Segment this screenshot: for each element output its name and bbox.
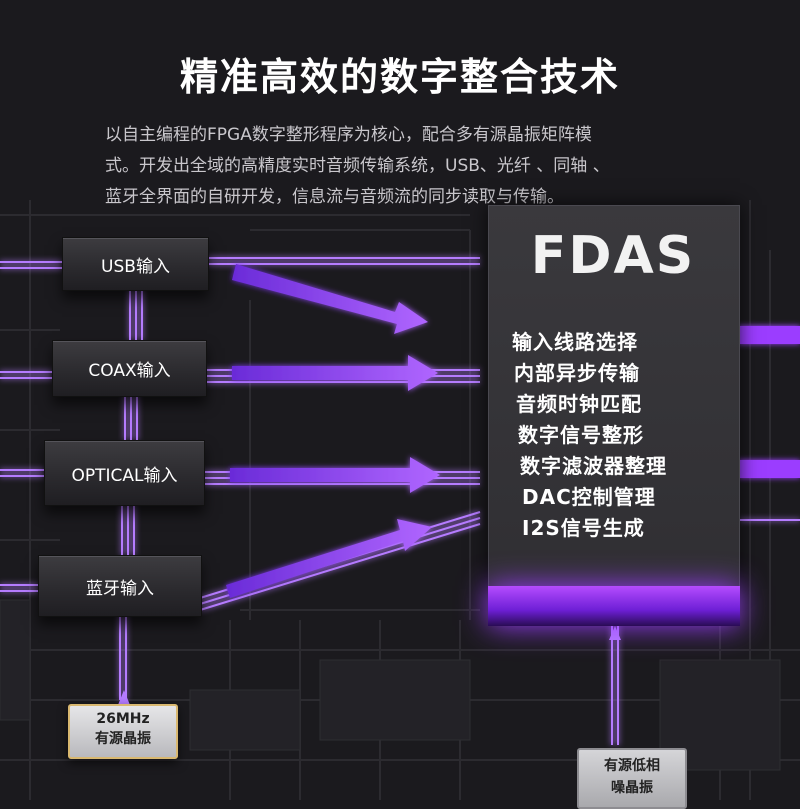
chip-glow-base xyxy=(488,586,740,626)
signal-arrow-bluetooth xyxy=(226,519,432,598)
chip-feature: 内部异步传输 xyxy=(514,361,640,385)
input-box-coax: COAX输入 xyxy=(52,340,207,397)
input-box-bluetooth: 蓝牙输入 xyxy=(38,555,202,617)
input-box-optical: OPTICAL输入 xyxy=(44,440,205,506)
page-title: 精准高效的数字整合技术 xyxy=(179,55,620,99)
input-label-bluetooth: 蓝牙输入 xyxy=(86,578,154,599)
chip-feature: 音频时钟匹配 xyxy=(516,392,642,416)
description-line: 以自主编程的FPGA数字整形程序为核心，配合多有源晶振矩阵模 xyxy=(105,125,592,145)
description-line: 式。开发出全域的高精度实时音频传输系统，USB、光纤 、同轴 、 xyxy=(105,156,610,176)
chip-feature: DAC控制管理 xyxy=(522,485,656,509)
chip-feature: 数字信号整形 xyxy=(518,423,644,447)
chip-feature: 数字滤波器整理 xyxy=(520,454,667,478)
oscillator-line: 26MHz xyxy=(96,711,150,727)
signal-arrow-usb xyxy=(232,264,428,334)
fdas-chip xyxy=(488,205,740,589)
chip-name: FDAS xyxy=(530,226,696,286)
description: 以自主编程的FPGA数字整形程序为核心，配合多有源晶振矩阵模 式。开发出全域的高… xyxy=(105,120,705,213)
input-label-usb: USB输入 xyxy=(101,256,170,277)
oscillator-26mhz: 26MHz 有源晶振 xyxy=(68,704,178,759)
oscillator-line: 有源晶振 xyxy=(95,731,151,747)
signal-arrow-coax xyxy=(232,355,438,391)
oscillator-low-phase-noise: 有源低相 噪晶振 xyxy=(577,748,687,809)
input-box-usb: USB输入 xyxy=(62,237,209,291)
description-line: 蓝牙全界面的自研开发，信息流与音频流的同步读取与传输。 xyxy=(105,187,564,207)
input-label-coax: COAX输入 xyxy=(88,361,171,381)
chip-feature: I2S信号生成 xyxy=(522,516,645,540)
oscillator-line: 有源低相 xyxy=(604,758,660,774)
signal-arrow-optical xyxy=(230,457,440,493)
chip-feature: 输入线路选择 xyxy=(512,330,638,354)
input-label-optical: OPTICAL输入 xyxy=(71,465,178,486)
oscillator-line: 噪晶振 xyxy=(611,780,653,796)
